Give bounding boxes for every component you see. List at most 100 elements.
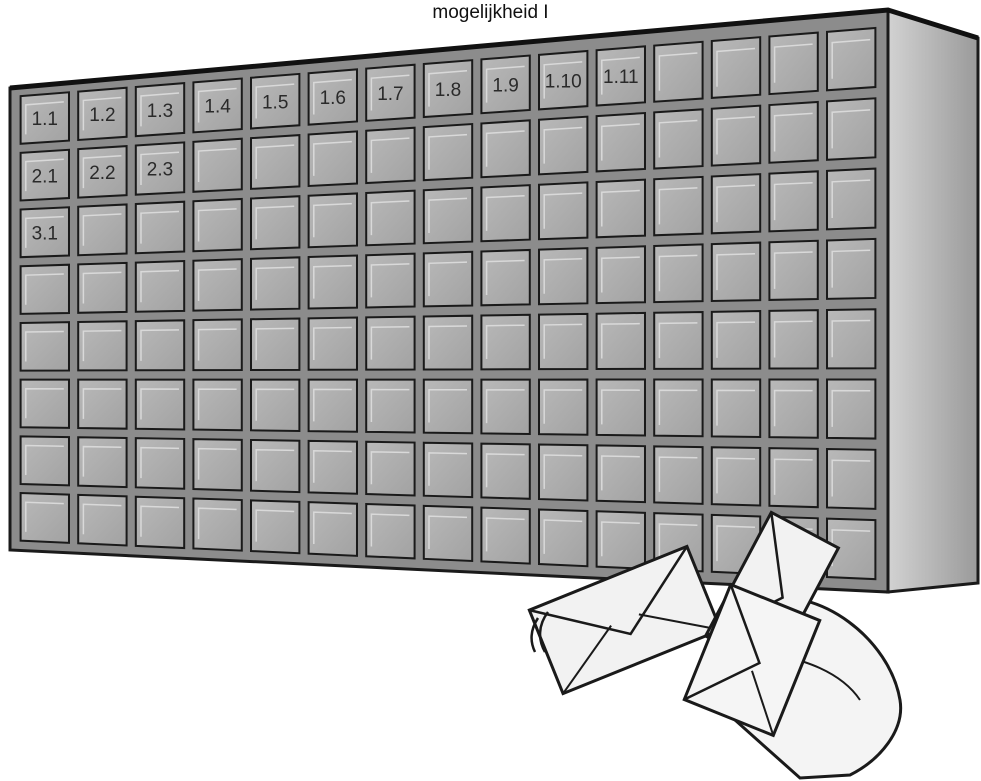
pigeonhole-cell <box>21 322 69 370</box>
pigeonhole-cell <box>21 265 69 314</box>
pigeonhole-cell <box>251 440 299 492</box>
pigeonhole-cell <box>769 171 817 231</box>
pigeonhole-cell <box>366 191 414 246</box>
pigeonhole-cell <box>21 493 69 543</box>
pigeonhole-cell <box>78 321 126 370</box>
pigeonhole-cell <box>424 506 472 561</box>
pigeonhole-cell <box>539 380 587 435</box>
cell-label: 1.6 <box>320 88 346 109</box>
pigeonhole-cell <box>827 169 875 230</box>
pigeonhole-cell <box>827 449 875 509</box>
pigeonhole-cell <box>769 448 817 507</box>
pigeonhole-cell <box>136 320 184 370</box>
pigeonhole-cell <box>769 102 817 163</box>
pigeonhole-cell <box>309 502 357 556</box>
pigeonhole-cell <box>481 315 529 370</box>
pigeonhole-cell <box>539 509 587 566</box>
pigeonhole-cell <box>366 128 414 183</box>
pigeonhole-cell <box>424 316 472 370</box>
cell-label: 1.11 <box>603 67 639 88</box>
pigeonhole-cell <box>597 511 645 569</box>
pigeonhole-cell <box>827 28 875 90</box>
pigeonhole-cell <box>366 380 414 433</box>
pigeonhole-cell <box>712 37 760 98</box>
cell-label: 2.2 <box>89 163 115 184</box>
pigeonhole-cell <box>654 42 702 102</box>
cell-label: 1.10 <box>545 71 582 92</box>
pigeonhole-cell <box>424 380 472 434</box>
pigeonhole-cell <box>539 117 587 175</box>
pigeonhole-cell <box>712 311 760 369</box>
pigeonhole-cell <box>251 500 299 553</box>
pigeonhole-cell <box>481 444 529 499</box>
pigeonhole-cell <box>769 33 817 94</box>
pigeonhole-cell <box>309 193 357 247</box>
pigeonhole-cell <box>597 380 645 436</box>
pigeonhole-cell <box>654 446 702 504</box>
pigeonhole-cell <box>424 252 472 307</box>
pigeonhole-cell <box>827 309 875 368</box>
cell-label: 3.1 <box>32 223 58 244</box>
pigeonhole-cell <box>712 243 760 301</box>
pigeonhole-cell <box>251 135 299 189</box>
pigeonhole-cell <box>251 380 299 431</box>
pigeonhole-cell <box>654 177 702 235</box>
cell-label: 2.3 <box>147 160 173 181</box>
pigeonhole-cell <box>21 436 69 485</box>
pigeonhole-cell <box>654 109 702 168</box>
cell-label: 1.3 <box>147 101 173 122</box>
pigeonhole-cell <box>193 499 241 551</box>
pigeonhole-cell <box>251 318 299 369</box>
pigeonhole-cell <box>136 202 184 253</box>
pigeonhole-cell <box>481 120 529 177</box>
pigeonhole-cell <box>539 248 587 304</box>
pigeonhole-cell <box>597 313 645 369</box>
pigeonhole-cell <box>424 188 472 243</box>
pigeonhole-cell <box>481 250 529 305</box>
pigeonhole-cell <box>597 445 645 502</box>
pigeonhole-cell <box>539 182 587 239</box>
pigeonhole-cell <box>712 106 760 166</box>
pigeonhole-cell <box>78 495 126 546</box>
pigeonhole-cell <box>366 504 414 558</box>
pigeonhole-cell <box>251 196 299 249</box>
cell-label: 1.7 <box>377 84 403 105</box>
cell-label: 1.9 <box>492 76 518 97</box>
cell-label: 1.8 <box>435 80 461 101</box>
pigeonhole-cell <box>712 447 760 505</box>
pigeonhole-cell <box>78 437 126 487</box>
cabinet-side-panel <box>888 10 978 592</box>
pigeonhole-cell <box>654 380 702 437</box>
pigeonhole-cell <box>597 246 645 303</box>
pigeonhole-cell <box>193 380 241 431</box>
cell-label: 1.2 <box>89 105 115 126</box>
pigeonhole-cell <box>309 255 357 308</box>
pigeonhole-cell <box>481 380 529 434</box>
pigeonhole-cell <box>309 131 357 186</box>
pigeonhole-cell <box>78 380 126 429</box>
pigeonhole-cell <box>78 263 126 313</box>
pigeonhole-cell <box>424 443 472 497</box>
cell-label: 1.4 <box>204 97 231 118</box>
cell-label: 1.5 <box>262 92 288 113</box>
pigeonhole-cell <box>136 497 184 548</box>
pigeonhole-cell <box>769 241 817 300</box>
pigeonhole-cell <box>251 257 299 309</box>
pigeonhole-cell <box>827 98 875 159</box>
pigeonhole-cell <box>366 442 414 496</box>
pigeonhole-cell <box>193 199 241 251</box>
pigeonhole-cell <box>769 380 817 438</box>
pigeonhole-cell <box>193 319 241 370</box>
pigeonhole-cell <box>827 380 875 439</box>
pigeonhole-cell <box>424 124 472 180</box>
pigeonhole-cell <box>136 380 184 430</box>
pigeonhole-cell <box>654 244 702 302</box>
pigeonhole-cell <box>366 317 414 370</box>
pigeonhole-cell <box>78 204 126 255</box>
pigeonhole-cell <box>827 239 875 299</box>
pigeonhole-cell <box>193 439 241 490</box>
pigeonhole-cell <box>654 312 702 369</box>
pigeonhole-cell <box>21 380 69 428</box>
pigeonhole-cell <box>712 174 760 233</box>
